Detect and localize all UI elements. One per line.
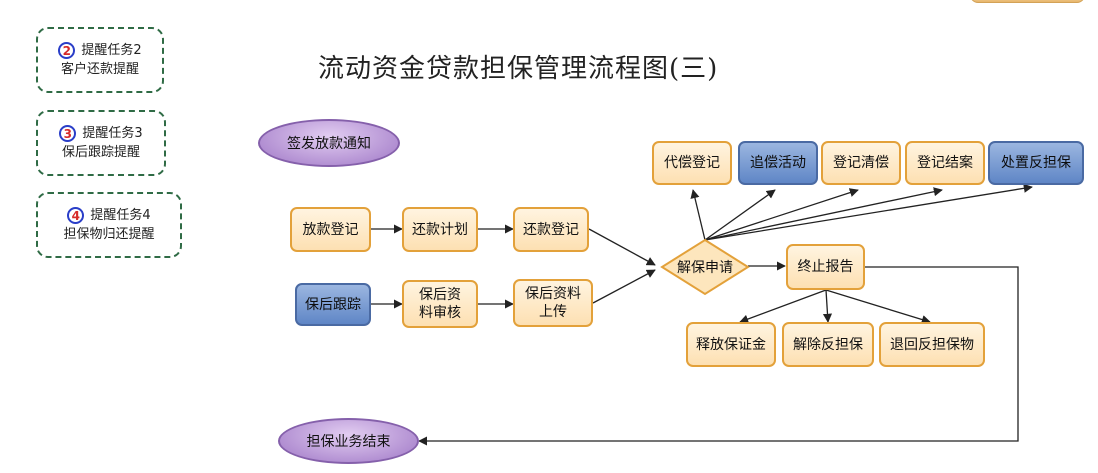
- reminder-task-4-desc: 担保物归还提醒: [63, 227, 155, 242]
- post-review-node[interactable]: 保后资 料审核: [402, 280, 478, 328]
- issue-notice-node[interactable]: 签发放款通知: [258, 119, 400, 167]
- post-upload-node[interactable]: 保后资料 上传: [513, 279, 593, 327]
- arrow-to-release-counter: [822, 289, 833, 323]
- reminder-task-2-title: 提醒任务2: [81, 43, 142, 58]
- arrow-terminate-to-end: [418, 266, 1019, 446]
- repay-register-node[interactable]: 还款登记: [513, 207, 589, 252]
- reminder-task-2-desc: 客户还款提醒: [60, 62, 139, 77]
- reminder-task-3-title: 提醒任务3: [82, 126, 143, 141]
- reminder-task-4-title: 提醒任务4: [90, 208, 151, 223]
- loan-register-node[interactable]: 放款登记: [290, 207, 371, 252]
- number-4-icon: 4: [67, 207, 85, 224]
- release-apply-diamond[interactable]: [660, 238, 750, 296]
- arrow-to-close: [704, 187, 943, 241]
- reminder-task-2-header: 2 提醒任务2: [58, 41, 142, 60]
- arrow-to-release-margin: [739, 289, 827, 324]
- reminder-task-4[interactable]: 4 提醒任务4 担保物归还提醒: [36, 192, 182, 258]
- close-register-node[interactable]: 登记结案: [905, 141, 985, 185]
- post-review-line2: 料审核: [419, 305, 461, 321]
- reminder-task-4-header: 4 提醒任务4: [67, 206, 151, 225]
- arrow-to-settle: [704, 188, 859, 241]
- dispose-counter-guarantee-node[interactable]: 处置反担保: [988, 141, 1084, 185]
- reminder-task-2[interactable]: 2 提醒任务2 客户还款提醒: [36, 27, 164, 93]
- business-end-node[interactable]: 担保业务结束: [278, 418, 419, 464]
- compensate-register-node[interactable]: 代偿登记: [652, 141, 732, 185]
- arrow-upload-to-release: [592, 269, 656, 304]
- post-tracking-node[interactable]: 保后跟踪: [295, 283, 371, 326]
- arrow-to-recovery: [704, 189, 776, 241]
- terminate-report-node[interactable]: 终止报告: [786, 244, 865, 290]
- reminder-task-3[interactable]: 3 提醒任务3 保后跟踪提醒: [36, 110, 166, 176]
- recovery-activity-node[interactable]: 追偿活动: [738, 141, 818, 185]
- arrow-to-return-collateral: [825, 289, 931, 324]
- page-title: 流动资金贷款担保管理流程图(三): [318, 54, 719, 84]
- post-upload-line1: 保后资料: [525, 286, 581, 302]
- reminder-task-3-desc: 保后跟踪提醒: [61, 145, 140, 160]
- reminder-task-3-header: 3 提醒任务3: [59, 124, 143, 143]
- release-margin-node[interactable]: 释放保证金: [686, 322, 776, 367]
- settle-register-node[interactable]: 登记清偿: [821, 141, 901, 185]
- arrow-to-compensate: [690, 189, 706, 241]
- arrow-to-dispose: [704, 183, 1033, 241]
- number-2-icon: 2: [58, 42, 76, 59]
- arrow-repay-to-release: [588, 228, 656, 266]
- return-collateral-node[interactable]: 退回反担保物: [879, 322, 985, 367]
- post-review-line1: 保后资: [419, 287, 461, 303]
- release-apply-label: 解保申请: [677, 260, 733, 276]
- repay-plan-node[interactable]: 还款计划: [402, 207, 478, 252]
- number-3-icon: 3: [59, 125, 77, 142]
- post-upload-line2: 上传: [539, 304, 567, 320]
- release-counter-guarantee-node[interactable]: 解除反担保: [782, 322, 874, 367]
